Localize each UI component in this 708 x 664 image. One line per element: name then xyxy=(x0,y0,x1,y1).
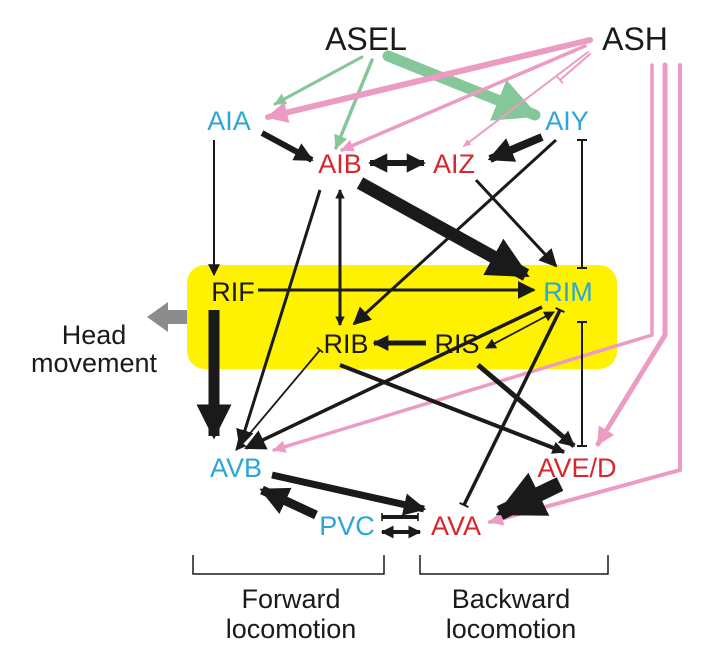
head-movement-arrow xyxy=(147,302,187,332)
backward-bracket xyxy=(419,555,609,575)
edge-aved-ava xyxy=(495,472,564,520)
edge-asel-aia xyxy=(273,55,364,106)
neuron-ava: AVA xyxy=(431,511,481,541)
neuron-ash: ASH xyxy=(602,21,668,57)
forward-label-line2: locomotion xyxy=(226,614,357,644)
edge-ash-avb xyxy=(272,63,654,453)
edge-asel-aiy xyxy=(382,50,541,121)
edge-rib-avb xyxy=(235,346,324,451)
neuron-rim: RIM xyxy=(543,277,593,307)
edge-aiy-aiz xyxy=(487,133,544,163)
neuron-aib: AIB xyxy=(318,149,362,179)
edge-asel-aib xyxy=(334,58,374,150)
head-movement-line2: movement xyxy=(31,348,158,378)
neuron-rif: RIF xyxy=(211,277,255,307)
edge-aib-rim xyxy=(356,177,530,281)
neuron-aved: AVE/D xyxy=(537,453,616,483)
edge-ash-aia xyxy=(265,37,593,123)
neuron-pvc: PVC xyxy=(319,511,375,541)
neuron-aiy: AIY xyxy=(545,106,589,136)
edge-rim-ava xyxy=(459,306,565,509)
locomotion-brackets xyxy=(192,555,609,575)
neuron-aiz: AIZ xyxy=(433,149,475,179)
backward-label-line1: Backward xyxy=(452,584,571,614)
asel-connections xyxy=(273,50,541,150)
head-movement-label: Head movement xyxy=(31,320,158,378)
neuron-aia: AIA xyxy=(207,106,251,136)
edge-ash-aiy xyxy=(556,53,591,84)
edge-ash-aib xyxy=(340,44,587,152)
edge-ash-aved xyxy=(595,62,668,447)
edge-pvc-avb xyxy=(259,485,318,520)
interneuron-connections xyxy=(196,130,587,539)
neuron-ris: RIS xyxy=(434,329,479,359)
forward-label-line1: Forward xyxy=(241,584,340,614)
neuron-avb: AVB xyxy=(210,453,262,483)
neuron-asel: ASEL xyxy=(325,21,407,57)
edge-aia-aib xyxy=(260,130,314,163)
locomotion-labels: Forward locomotion Backward locomotion xyxy=(226,584,577,644)
edge-aiz-rim xyxy=(474,178,558,268)
forward-bracket xyxy=(192,555,385,575)
edge-aiy-rib xyxy=(352,138,558,326)
neuron-labels: ASEL ASH AIA AIY AIB AIZ RIF RIM RIB RIS… xyxy=(207,21,668,541)
ash-connections xyxy=(265,37,682,526)
edge-ash-aiz xyxy=(463,51,589,147)
backward-label-line2: locomotion xyxy=(446,614,577,644)
edge-avb-ava xyxy=(271,471,427,516)
neuron-rib: RIB xyxy=(323,329,368,359)
head-movement-line1: Head xyxy=(62,320,127,350)
